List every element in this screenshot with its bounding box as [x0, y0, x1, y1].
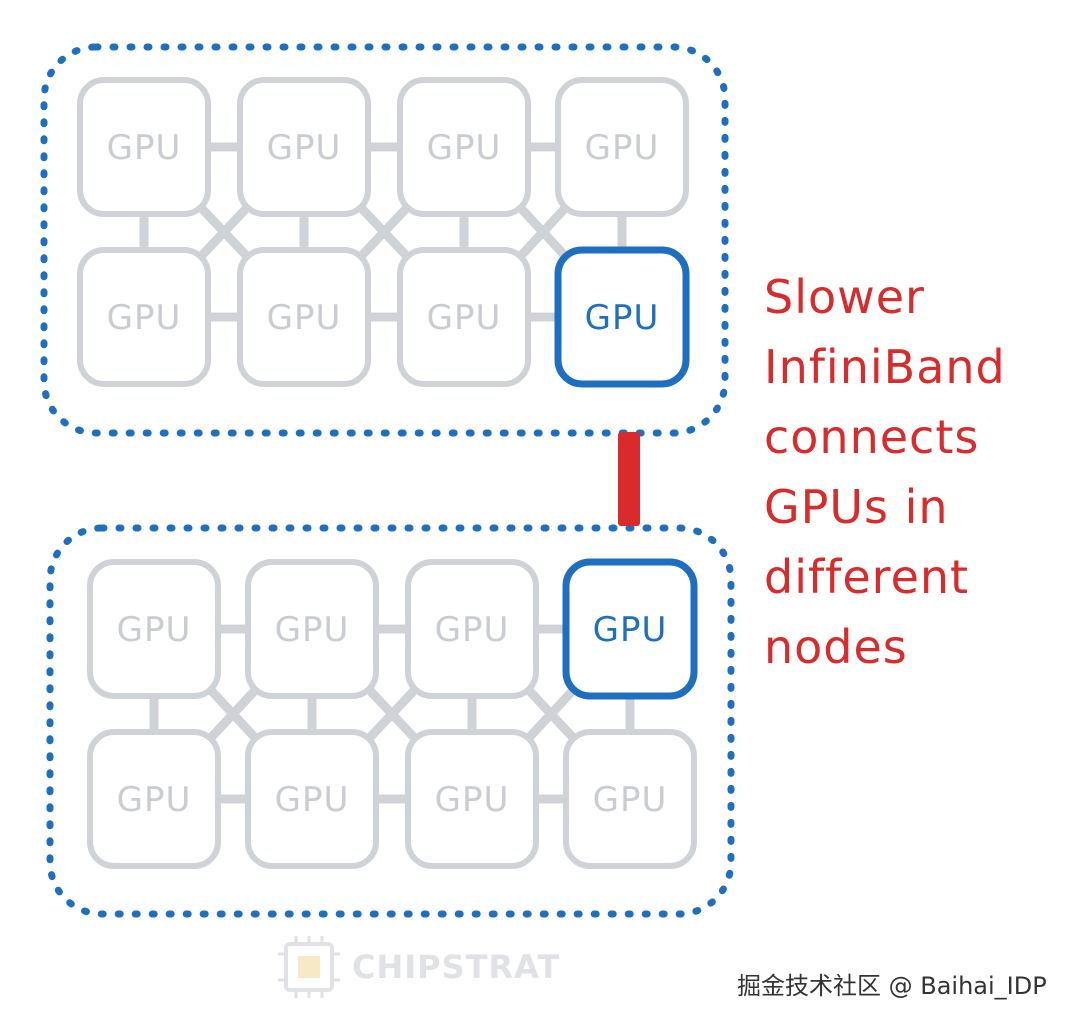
gpu-label: GPU [267, 128, 342, 168]
gpu: GPU [87, 729, 221, 869]
gpu-active: GPU [554, 246, 690, 388]
chip-logo-icon [278, 936, 340, 998]
credit-text: 掘金技术社区 @ Baihai_IDP [737, 972, 1047, 1000]
gpu-box [563, 729, 697, 869]
gpu: GPU [245, 729, 379, 869]
gpu: GPU [397, 247, 531, 387]
gpu-box [405, 729, 539, 869]
gpu: GPU [87, 559, 221, 699]
gpu-label: GPU [117, 610, 192, 650]
annotation-line-2: InfiniBand [764, 340, 1006, 394]
gpu-label: GPU [427, 128, 502, 168]
gpu-label: GPU [585, 128, 660, 168]
gpu-label: GPU [107, 128, 182, 168]
gpu-label: GPU [117, 780, 192, 820]
gpu-box [245, 559, 379, 699]
node-boundary [46, 524, 735, 918]
annotation-line-5: different [764, 550, 970, 604]
gpu-box [554, 246, 690, 388]
gpu: GPU [563, 729, 697, 869]
compute-node-2: GPU GPU GPU GPU GPU GPU GPU GPU [46, 524, 735, 918]
gpu: GPU [237, 77, 371, 217]
gpu-label: GPU [275, 610, 350, 650]
gpu-box [237, 77, 371, 217]
nvlink-mesh [149, 624, 635, 804]
watermark-label: CHIPSTRAT [352, 948, 561, 986]
gpu-box [87, 559, 221, 699]
gpu-label: GPU [267, 298, 342, 338]
nvlink-mesh [139, 142, 627, 322]
gpu-active: GPU [562, 558, 698, 700]
gpu: GPU [555, 77, 689, 217]
infiniband-link [618, 432, 640, 526]
gpu-box [405, 559, 539, 699]
gpu-box [555, 77, 689, 217]
gpu-box [77, 247, 211, 387]
gpu-box [87, 729, 221, 869]
gpu: GPU [405, 729, 539, 869]
annotation-line-3: connects [764, 410, 980, 464]
gpu-box [237, 247, 371, 387]
gpu-label: GPU [275, 780, 350, 820]
gpu: GPU [237, 247, 371, 387]
annotation-line-6: nodes [764, 620, 908, 674]
gpu-label: GPU [107, 298, 182, 338]
gpu: GPU [77, 77, 211, 217]
gpu-box [77, 77, 211, 217]
gpu-box [397, 247, 531, 387]
gpu-label: GPU [593, 780, 668, 820]
gpu-label: GPU [593, 610, 668, 650]
infiniband-annotation: Slower InfiniBand connects GPUs in diffe… [764, 262, 1074, 682]
gpu: GPU [397, 77, 531, 217]
gpu-label: GPU [435, 780, 510, 820]
gpu-box [397, 77, 531, 217]
gpu-label: GPU [427, 298, 502, 338]
chipstrat-watermark: CHIPSTRAT [278, 936, 560, 998]
gpu-box [245, 729, 379, 869]
gpu-label: GPU [435, 610, 510, 650]
gpu: GPU [405, 559, 539, 699]
gpu-box [562, 558, 698, 700]
gpu: GPU [77, 247, 211, 387]
gpu: GPU [245, 559, 379, 699]
annotation-line-4: GPUs in [764, 480, 949, 534]
compute-node-1: GPU GPU GPU GPU GPU GPU GPU GPU [40, 43, 729, 437]
annotation-line-1: Slower [764, 270, 925, 324]
node-boundary [40, 43, 729, 437]
gpu-label: GPU [585, 298, 660, 338]
